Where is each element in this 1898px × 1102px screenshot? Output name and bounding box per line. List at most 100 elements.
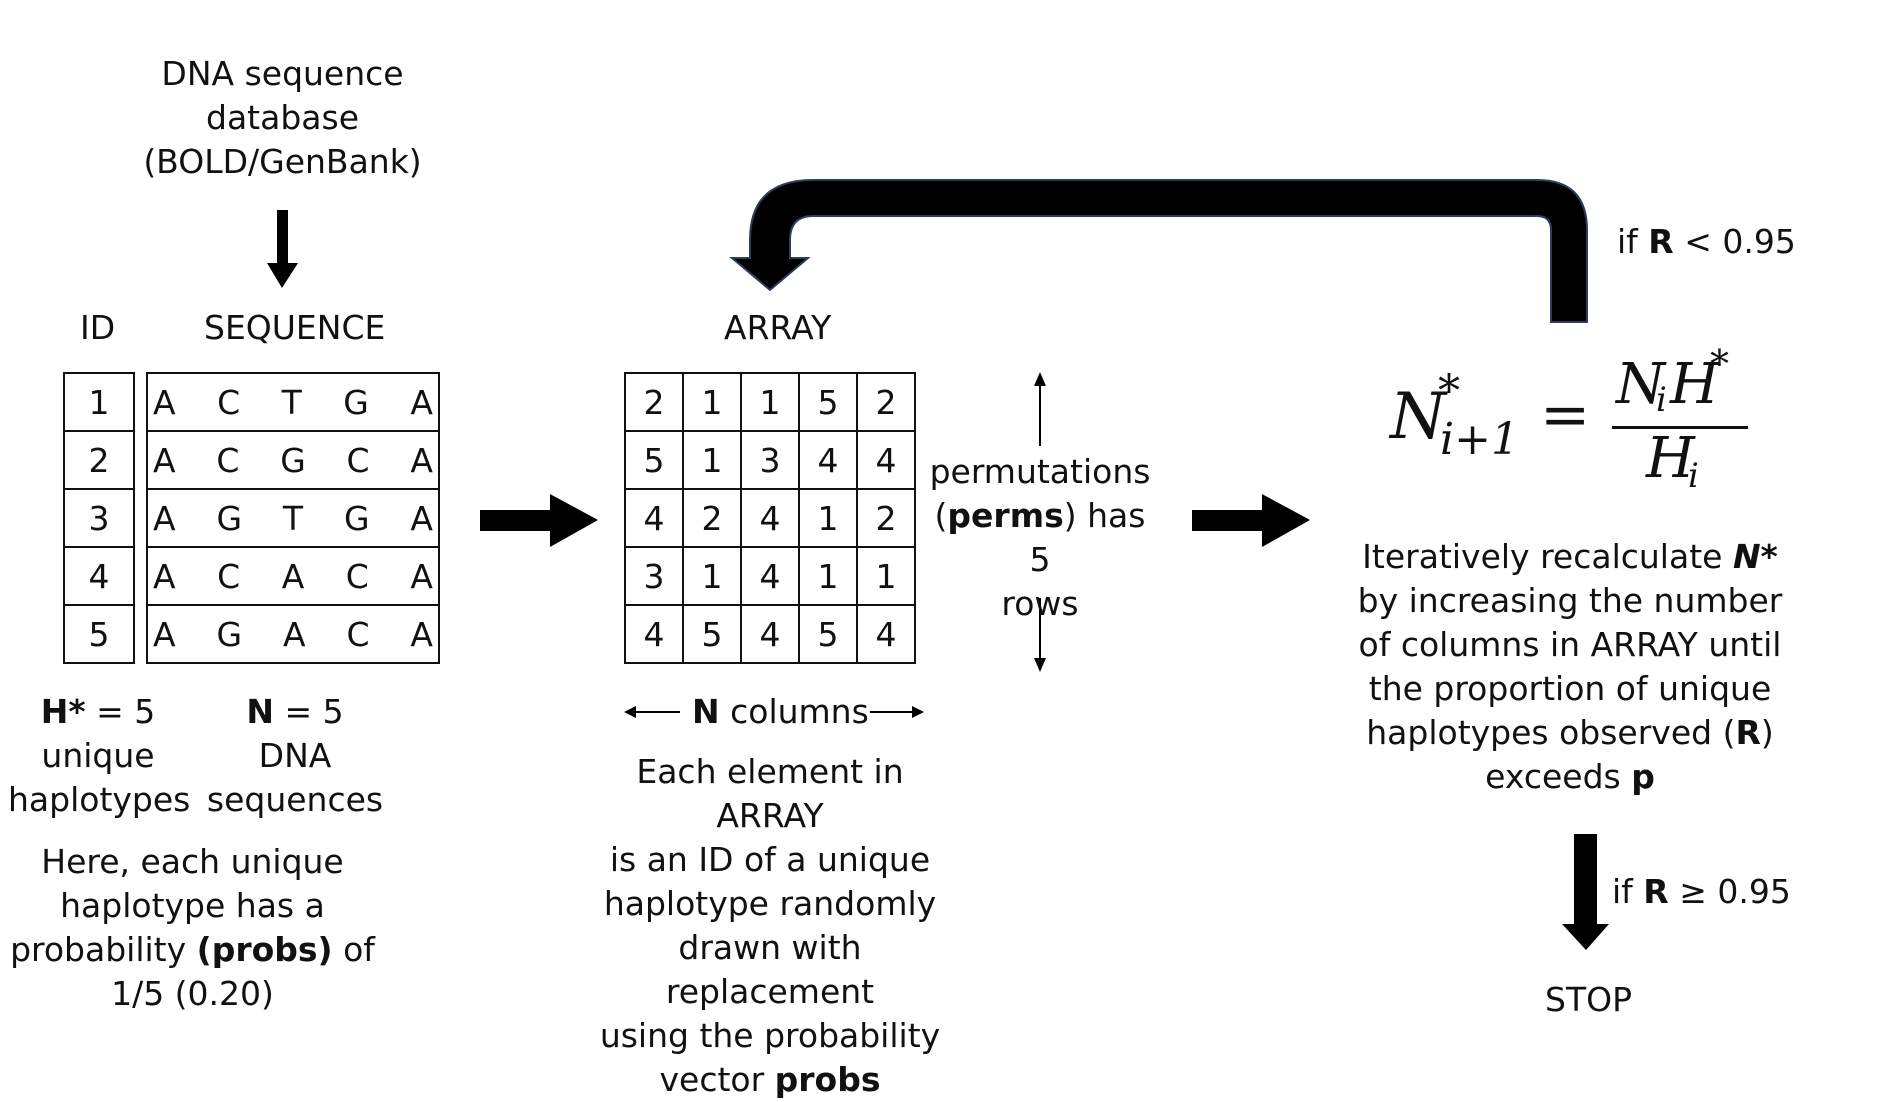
- id-table: 1 2 3 4 5: [63, 372, 135, 664]
- note-line-4: 1/5 (0.20): [111, 974, 274, 1013]
- columns-left-arrow: [624, 706, 680, 718]
- eq-num-i: i: [1656, 380, 1667, 420]
- dna-sequences-label: N = 5 DNA sequences: [205, 690, 385, 822]
- perms-line-3: rows: [1001, 584, 1079, 623]
- base: C: [346, 440, 370, 480]
- array-cell: 5: [624, 430, 684, 490]
- array-cell: 4: [624, 488, 684, 548]
- base: C: [216, 440, 240, 480]
- n-symbol: N: [246, 692, 274, 731]
- iter-line-5a: haplotypes observed (: [1366, 713, 1736, 752]
- stop-threshold: ≥ 0.95: [1668, 872, 1791, 911]
- array-note-line-2: is an ID of a unique: [609, 840, 931, 879]
- base: C: [345, 556, 369, 596]
- array-cell: 3: [624, 546, 684, 606]
- id-cell: 4: [63, 546, 135, 606]
- base: G: [343, 382, 369, 422]
- base: A: [153, 440, 176, 480]
- base: A: [410, 382, 433, 422]
- note-line-1: Here, each unique: [41, 842, 344, 881]
- loop-threshold: < 0.95: [1673, 222, 1796, 261]
- n-columns-symbol: N: [692, 692, 720, 731]
- array-cell: 3: [740, 430, 800, 490]
- right-arrow-1: [480, 494, 598, 547]
- columns-right-arrow: [870, 706, 924, 718]
- stop-down-arrow: [1562, 834, 1609, 950]
- base: C: [217, 382, 241, 422]
- table-row: 5: [63, 604, 135, 664]
- base: A: [410, 556, 433, 596]
- array-note-line-6: using the probability: [599, 1016, 941, 1055]
- source-line-2: database: [206, 98, 359, 137]
- array-header: ARRAY: [724, 308, 832, 347]
- table-row: 4: [63, 546, 135, 606]
- base: T: [281, 382, 302, 422]
- array-note-line-3: haplotype randomly: [603, 884, 937, 923]
- id-cell: 5: [63, 604, 135, 664]
- loop-back-arrow: [729, 179, 1588, 323]
- array-cell: 5: [798, 604, 858, 664]
- array-cell: 5: [798, 372, 858, 432]
- array-cell: 1: [740, 372, 800, 432]
- h-star-value: = 5: [85, 692, 156, 731]
- stop-r: R: [1643, 872, 1669, 911]
- base: A: [410, 498, 433, 538]
- eq-lhs-sup: *: [1438, 366, 1460, 417]
- eq-equals: =: [1540, 380, 1591, 450]
- probability-note: Here, each unique haplotype has a probab…: [10, 840, 375, 1016]
- perms-term: perms: [947, 496, 1064, 535]
- recalculation-equation: N * i+1 = N i H * H i: [1390, 342, 1750, 496]
- eq-den-h: H: [1646, 426, 1695, 491]
- array-cell: 1: [682, 372, 742, 432]
- id-cell: 2: [63, 430, 135, 490]
- array-cell: 4: [740, 546, 800, 606]
- array-cell: 4: [856, 604, 916, 664]
- eq-num-sup: *: [1710, 342, 1729, 386]
- right-arrow-2: [1192, 494, 1310, 547]
- perms-line-2c: ) has 5: [1029, 496, 1146, 579]
- base: A: [281, 556, 305, 596]
- perms-down-arrow: [1034, 598, 1046, 672]
- source-line-1: DNA sequence: [161, 54, 404, 93]
- n-columns-label: N columns: [692, 690, 869, 734]
- table-row: 1: [63, 372, 135, 432]
- base: A: [410, 440, 433, 480]
- loop-r: R: [1648, 222, 1674, 261]
- n-line-2: DNA: [258, 736, 332, 775]
- eq-fraction-bar: [1612, 426, 1748, 429]
- array-cell: 1: [798, 546, 858, 606]
- iter-line-4: the proportion of unique: [1368, 669, 1772, 708]
- n-star-term: N*: [1732, 537, 1778, 576]
- base: A: [153, 614, 176, 654]
- r-term: R: [1735, 713, 1761, 752]
- note-line-3c: of: [332, 930, 375, 969]
- probs-term: (probs): [196, 930, 333, 969]
- stop-condition-label: if R ≥ 0.95: [1612, 870, 1791, 914]
- iter-line-5c: ): [1760, 713, 1774, 752]
- iter-line-2: by increasing the number: [1357, 581, 1783, 620]
- perms-note: permutations (perms) has 5 rows: [920, 450, 1160, 626]
- p-term: p: [1631, 757, 1655, 796]
- array-note-line-5: replacement: [665, 972, 875, 1011]
- base: G: [280, 440, 306, 480]
- h-star-symbol: H*: [40, 692, 86, 731]
- h-line-3: haplotypes: [8, 780, 191, 819]
- n-value: = 5: [273, 692, 344, 731]
- perms-line-2a: (: [934, 496, 948, 535]
- eq-num-n: N: [1616, 352, 1665, 417]
- source-database-label: DNA sequence database (BOLD/GenBank): [130, 52, 435, 184]
